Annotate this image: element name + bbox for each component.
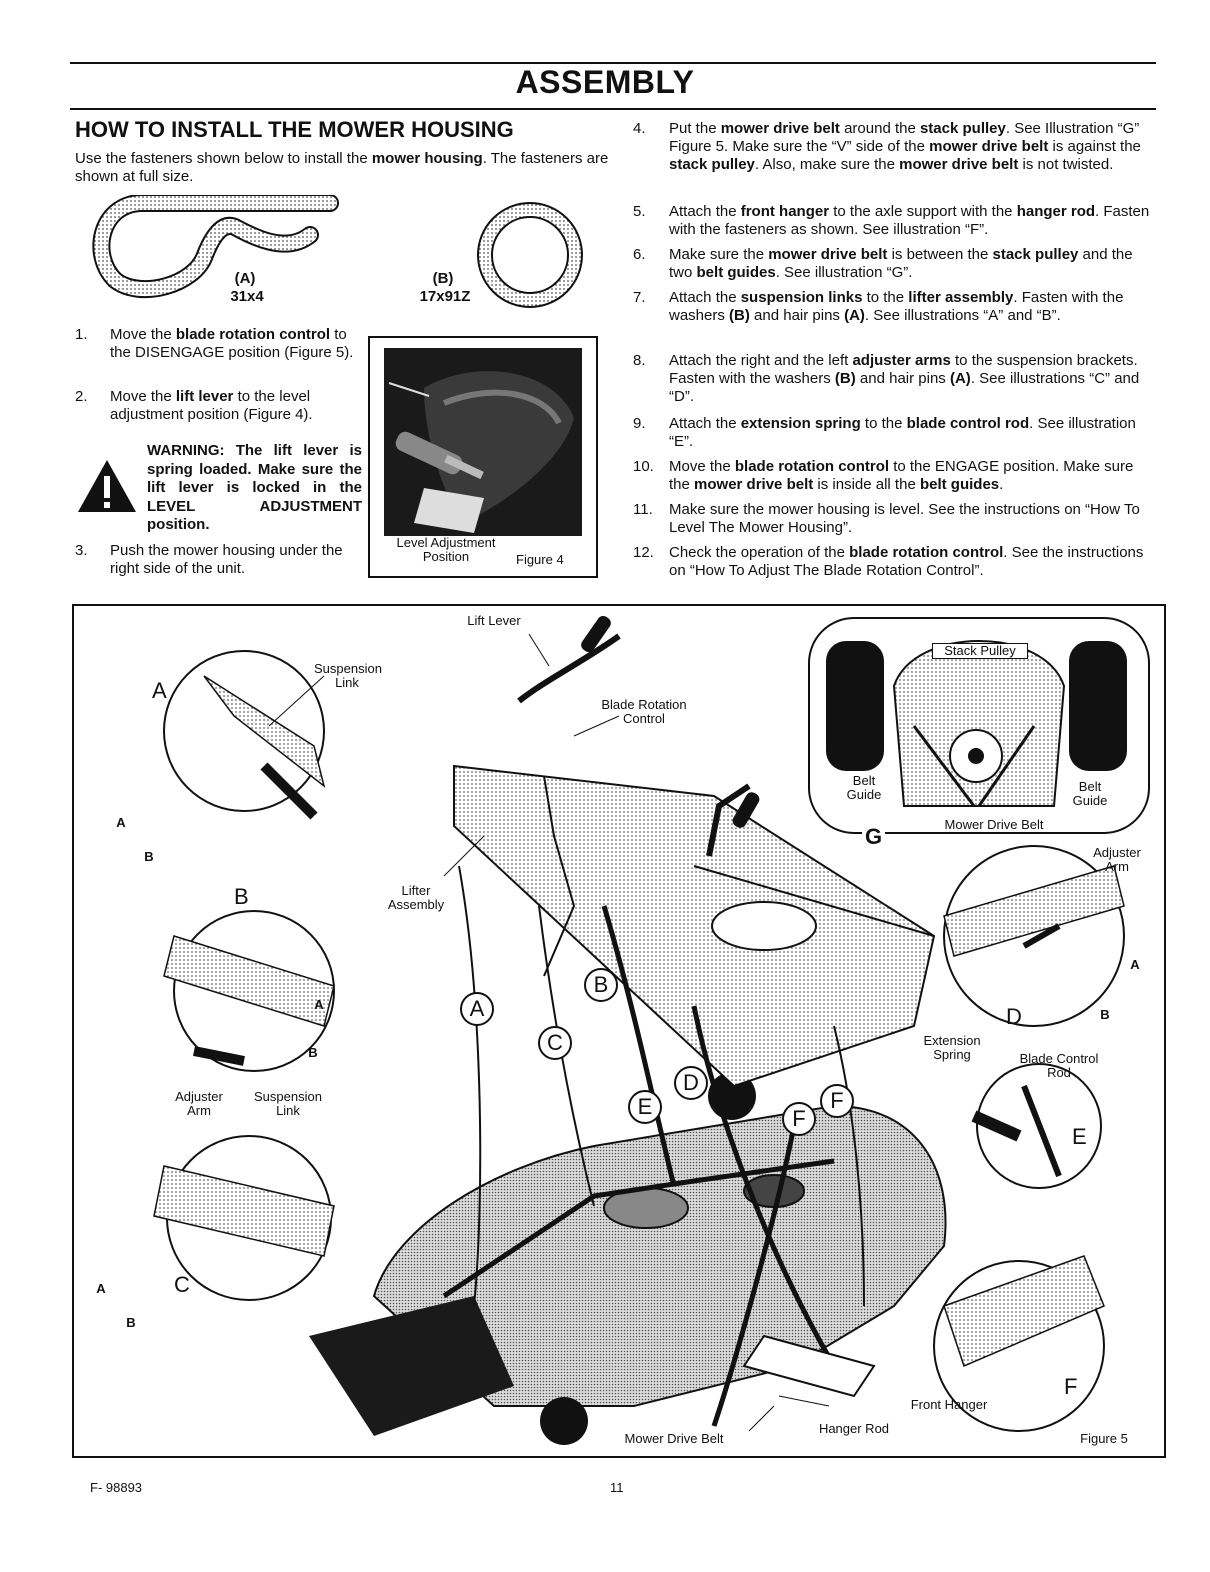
label-suspension-link-a: Suspension Link [314,661,382,690]
warning-text: WARNING: The lift lever is spring loaded… [147,442,362,533]
footer-code: F- 98893 [90,1480,143,1495]
callout-a: A [152,678,167,703]
label-lift-lever: Lift Lever [467,613,521,628]
label-adjuster-arm-d: Adjuster Arm [1093,845,1141,874]
label-extension-spring: Extension Spring [923,1033,981,1062]
hairpin-fastener-drawing [92,195,339,298]
figure-5-label: Figure 5 [1080,1431,1128,1446]
circled-callout-e: E [628,1090,662,1124]
step-5: 5. Attach the front hanger to the axle s… [633,203,1150,238]
label-belt-guide-right: Belt Guide [1070,780,1110,808]
step-8: 8. Attach the right and the left adjuste… [633,352,1140,405]
label-stack-pulley: Stack Pulley [932,643,1028,659]
step-3: 3. Push the mower housing under the righ… [75,542,343,577]
step-9: 9. Attach the extension spring to the bl… [633,415,1136,450]
circled-callout-f1: F [782,1102,816,1136]
label-b-detail-b: B [308,1045,318,1060]
step-1: 1. Move the blade rotation control to th… [75,326,354,361]
step-10: 10. Move the blade rotation control to t… [633,458,1134,493]
callout-g: G [862,824,886,850]
step-11: 11. Make sure the mower housing is level… [633,501,1140,536]
circled-callout-a: A [460,992,494,1026]
figure-4-label: Figure 4 [516,552,564,567]
label-blade-control-rod: Blade Control Rod [1019,1051,1099,1080]
circled-callout-c: C [538,1026,572,1060]
step-6: 6. Make sure the mower drive belt is bet… [633,246,1133,281]
warning-icon [78,460,136,512]
title-rule [70,108,1156,110]
instructions-heading: HOW TO INSTALL THE MOWER HOUSING [75,117,514,142]
label-belt-guide-left: Belt Guide [844,774,884,802]
fastener-b-letter: (B) [432,270,454,287]
figure-4-photo [384,348,582,536]
figure-5-drawing [153,615,1150,1445]
circled-callout-d: D [674,1066,708,1100]
step-12: 12. Check the operation of the blade rot… [633,544,1144,579]
label-mower-drive-belt: Mower Drive Belt [624,1431,724,1446]
label-suspension-link-b: Suspension Link [254,1089,322,1118]
fastener-b-part: 17x91Z [419,288,471,305]
callout-d: D [1006,1004,1022,1029]
label-adjuster-arm-c: Adjuster Arm [175,1089,223,1118]
label-b-detail-a: B [144,849,154,864]
circled-callout-b: B [584,968,618,1002]
step-2: 2. Move the lift lever to the level adju… [75,388,313,423]
callout-e: E [1072,1124,1087,1149]
label-a-detail-b: A [314,997,324,1012]
callout-f: F [1064,1374,1078,1399]
step-7: 7. Attach the suspension links to the li… [633,289,1124,324]
step-4: 4. Put the mower drive belt around the s… [633,120,1141,173]
intro-paragraph: Use the fasteners shown below to install… [75,150,609,185]
label-a-detail-a: A [116,815,126,830]
circled-callout-f2: F [820,1084,854,1118]
section-title: ASSEMBLY [515,64,695,100]
label-a-detail-d: A [1130,957,1140,972]
label-blade-rotation-control: Blade Rotation Control [601,697,687,726]
fastener-a-part: 31x4 [230,288,264,305]
page-number: 11 [610,1480,624,1495]
callout-c: C [174,1272,190,1297]
callout-b: B [234,884,249,909]
label-hanger-rod: Hanger Rod [818,1421,890,1436]
top-rule [70,62,1156,64]
figure-5: A B C D E F F Lift Lever Suspension Link… [72,604,1166,1458]
label-b-detail-d: B [1100,1007,1110,1022]
label-mower-drive-belt-g: Mower Drive Belt [924,818,1064,832]
label-front-hanger: Front Hanger [910,1397,988,1412]
washer-fastener-drawing [477,202,583,308]
label-lifter-assembly: Lifter Assembly [387,883,445,912]
fastener-a-letter: (A) [234,270,256,287]
label-a-detail-c: A [96,1281,106,1296]
label-b-detail-c: B [126,1315,136,1330]
